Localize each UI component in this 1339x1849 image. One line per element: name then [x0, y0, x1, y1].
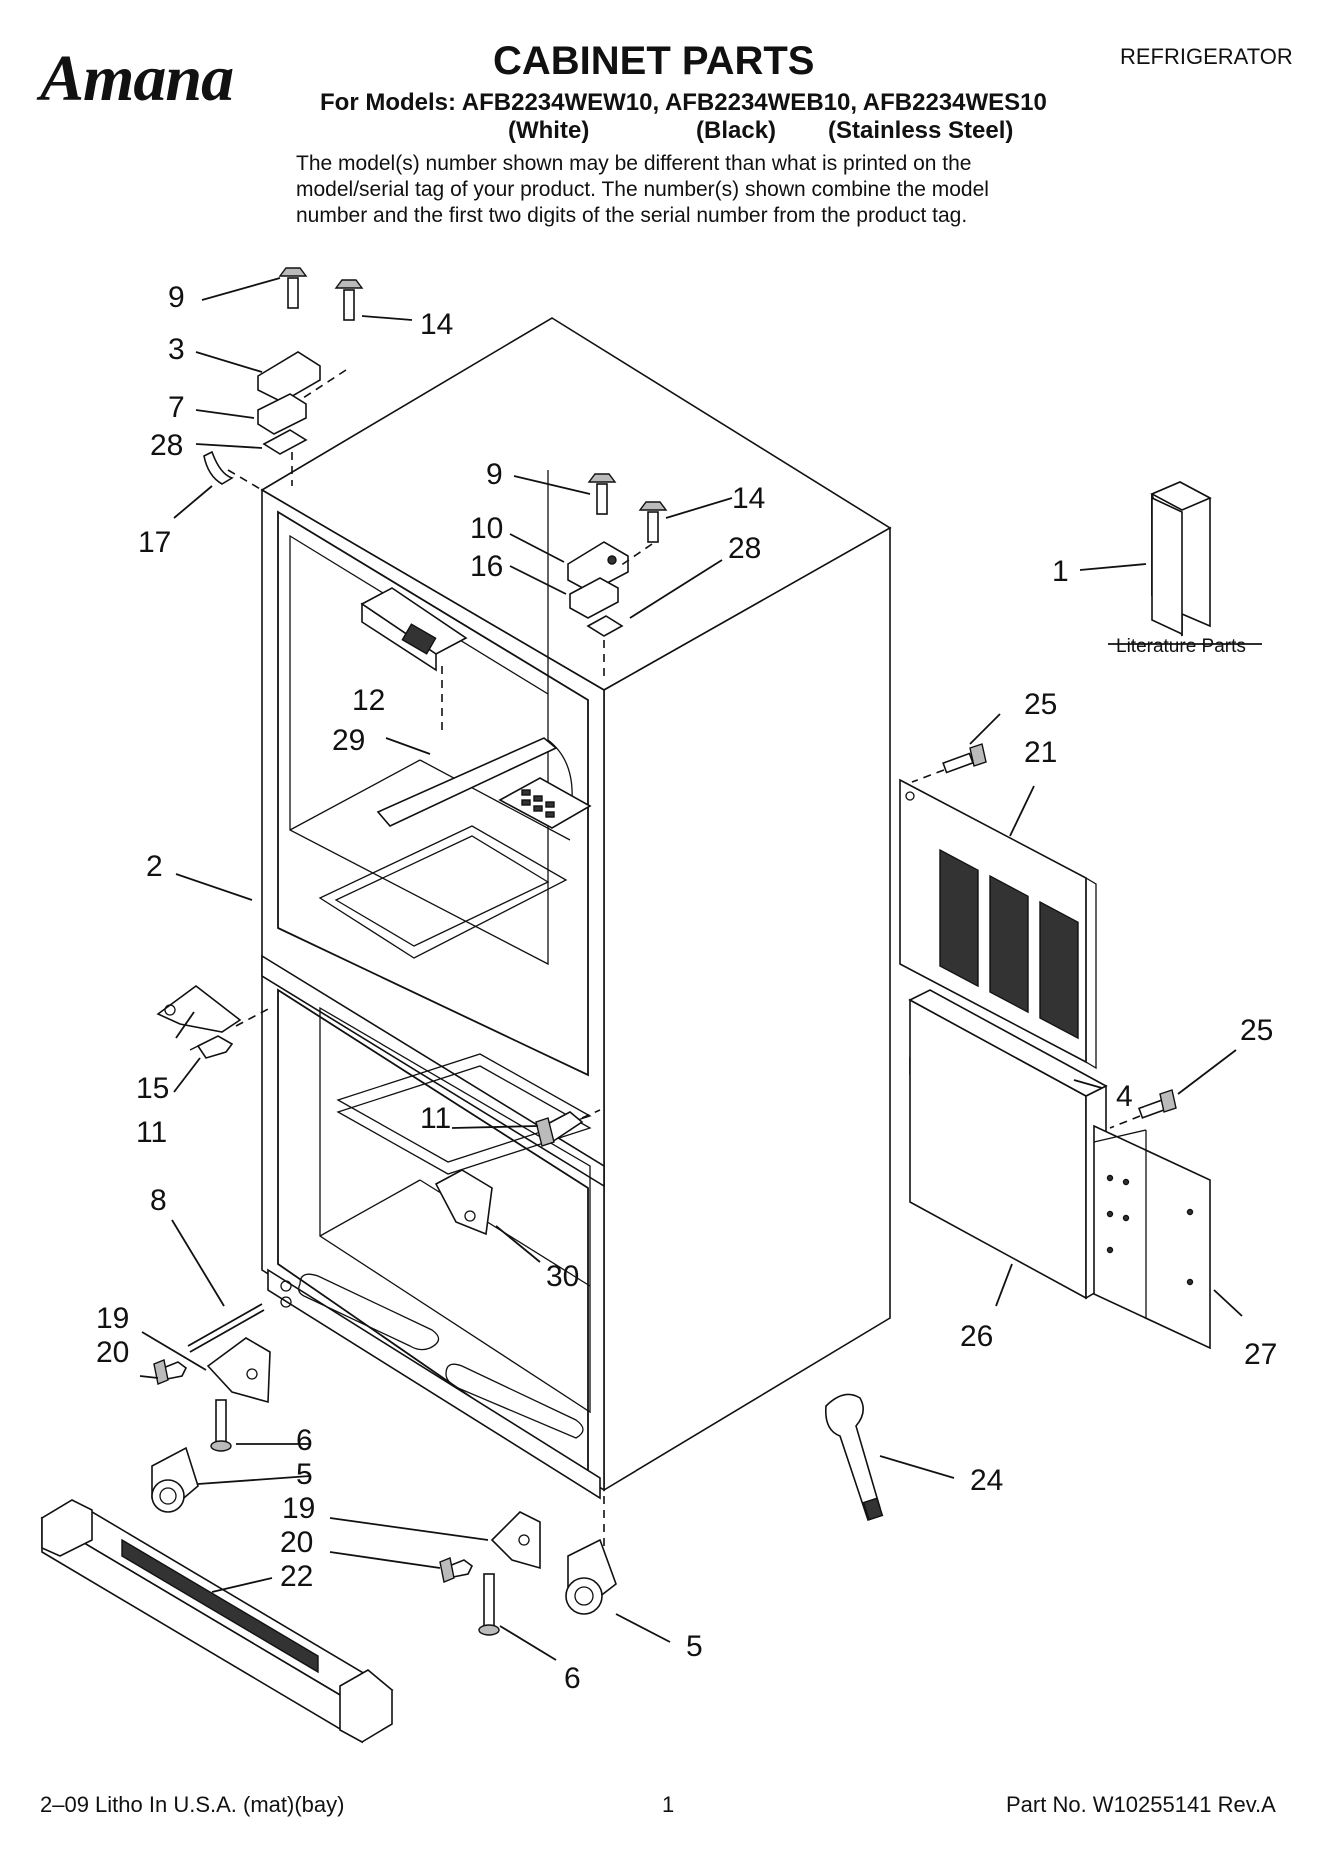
shim-28-center [586, 615, 624, 637]
note-line-1: The model(s) number shown may be differe… [296, 152, 971, 175]
literature-book [1150, 481, 1212, 637]
callout-24: 24 [970, 1464, 1003, 1497]
footer-print-info: 2–09 Litho In U.S.A. (mat)(bay) [40, 1792, 344, 1817]
page-title: CABINET PARTS [493, 39, 814, 83]
callout-7: 7 [168, 391, 185, 424]
mid-hinge-left [156, 984, 271, 1059]
callout-19-left: 19 [96, 1302, 129, 1335]
models-line: For Models: AFB2234WEW10, AFB2234WEB10, … [320, 89, 1047, 116]
screw-14-left [343, 289, 355, 321]
callout-5-left: 5 [296, 1458, 313, 1491]
callout-30: 30 [546, 1260, 579, 1293]
screw-11-center [535, 1109, 601, 1147]
callout-9-top-left: 9 [168, 281, 185, 314]
callout-20-right: 20 [280, 1526, 313, 1559]
screw-11-left [196, 1035, 234, 1059]
screw-9-left [287, 277, 299, 309]
roller-5-right [565, 1538, 617, 1615]
vent-holes [521, 789, 555, 818]
bracket-19-left [206, 1337, 271, 1404]
callout-5-right: 5 [686, 1630, 703, 1663]
callout-12: 12 [352, 684, 385, 717]
callout-9-center: 9 [486, 458, 503, 491]
brand-logo: Amana [36, 42, 233, 115]
callout-21: 21 [1024, 736, 1057, 769]
header: Amana CABINET PARTS REFRIGERATOR For Mod… [36, 39, 1293, 227]
callout-labels: 9 14 3 7 28 17 9 14 10 16 28 1 12 29 25 … [96, 281, 1277, 1695]
bracket-30 [434, 1169, 493, 1236]
cabinet-body [260, 317, 892, 1500]
rear-panel-21 [899, 778, 1097, 1070]
callout-25-lower: 25 [1240, 1014, 1273, 1047]
callout-8: 8 [150, 1184, 167, 1217]
callout-11-center: 11 [420, 1102, 451, 1135]
base-grille-22 [40, 1499, 394, 1744]
callout-17: 17 [138, 526, 171, 559]
note-line-3: number and the first two digits of the s… [296, 204, 967, 227]
variant-white: (White) [508, 117, 589, 144]
hinge-cover-3 [257, 351, 321, 403]
footer: 2–09 Litho In U.S.A. (mat)(bay) 1 Part N… [40, 1792, 1276, 1817]
variant-stainless: (Stainless Steel) [828, 117, 1013, 144]
panel-27 [1093, 1124, 1211, 1350]
bolt-8 [187, 1303, 263, 1347]
hinge-16 [569, 577, 619, 619]
tool-24 [824, 1393, 884, 1522]
callout-4: 4 [1116, 1080, 1133, 1113]
screw-25-lower [1109, 1089, 1177, 1129]
callout-14-center: 14 [732, 482, 765, 515]
callout-6-right: 6 [564, 1662, 581, 1695]
callout-1: 1 [1052, 555, 1069, 588]
callout-25-upper: 25 [1024, 688, 1057, 721]
roller-5-left [151, 1446, 199, 1513]
screw-14-center [647, 511, 659, 543]
literature-parts-label: Literature Parts [1116, 636, 1246, 657]
callout-26: 26 [960, 1320, 993, 1353]
callout-28-center: 28 [728, 532, 761, 565]
callout-6-left: 6 [296, 1424, 313, 1457]
leveler-6-left [215, 1399, 227, 1443]
callout-15: 15 [136, 1072, 169, 1105]
screw-9-center [596, 483, 608, 515]
screw-25-upper [911, 743, 987, 783]
footer-part-number: Part No. W10255141 Rev.A [1006, 1792, 1276, 1817]
bottom-right-assembly [439, 1496, 617, 1636]
leveler-6-right [483, 1573, 495, 1627]
top-center-hinge-assembly [567, 473, 668, 680]
callout-11-left: 11 [136, 1116, 167, 1149]
callout-14-top-left: 14 [420, 308, 453, 341]
callout-27: 27 [1244, 1338, 1277, 1371]
bottom-left-assembly [151, 1303, 271, 1513]
callout-22: 22 [280, 1560, 313, 1593]
callout-28-top-left: 28 [150, 429, 183, 462]
leader-lines [139, 277, 1243, 1661]
hinge-7 [257, 393, 307, 435]
callout-16: 16 [470, 550, 503, 583]
top-left-hinge-assembly [203, 267, 364, 491]
variant-black: (Black) [696, 117, 776, 144]
callout-3: 3 [168, 333, 185, 366]
callout-29: 29 [332, 724, 365, 757]
cover-26 [908, 989, 1108, 1300]
control-housing [360, 587, 468, 734]
wire-17 [203, 450, 234, 485]
footer-page-number: 1 [662, 1792, 674, 1817]
shim-28-left [262, 429, 308, 455]
callout-10: 10 [470, 512, 503, 545]
callout-19-right: 19 [282, 1492, 315, 1525]
panel-louvers [939, 848, 1079, 1040]
hinge-cover-10 [567, 541, 629, 593]
category-label: REFRIGERATOR [1120, 44, 1293, 69]
callout-20-left: 20 [96, 1336, 129, 1369]
callout-2: 2 [146, 850, 163, 883]
bracket-19-right [490, 1511, 541, 1570]
note-line-2: model/serial tag of your product. The nu… [296, 178, 989, 201]
